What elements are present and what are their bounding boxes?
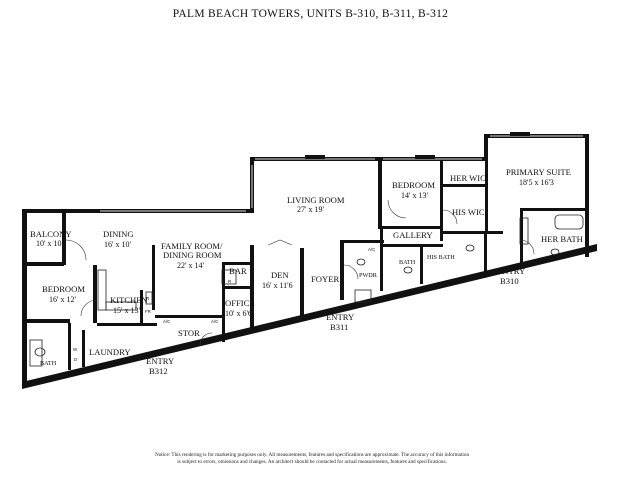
disclaimer-line-2: is subject to errors, omissions and chan… (177, 459, 447, 465)
entry-labels: ENTRY B312 ENTRY B311 ENTRY B310 (146, 266, 525, 376)
kitchen-name: KITCHEN (110, 295, 149, 305)
refrigerator-label-2: R (228, 279, 231, 284)
pwdr-name: PWDR (359, 272, 378, 279)
plan-title: PALM BEACH TOWERS, UNITS B-310, B-311, B… (172, 8, 449, 20)
entry-b311-label: ENTRY (326, 312, 354, 322)
washer-label: W (73, 347, 78, 352)
herwic-name: HER WIC (450, 173, 486, 183)
ac-label-3: A/C (368, 247, 375, 252)
interior-walls (22, 161, 585, 370)
den-dims: 16' x 11'6 (262, 281, 293, 290)
den-name: DEN (271, 270, 289, 280)
balcony-name: BALCONY (30, 229, 72, 239)
bar-name: BAR (229, 266, 247, 276)
windows (100, 132, 583, 212)
bedroom2-name: BEDROOM (392, 180, 435, 190)
bedroom2-dims: 14' x 13' (401, 191, 428, 200)
entry-b310-unit: B310 (500, 276, 519, 286)
foyer-name: FOYER (311, 274, 339, 284)
hisbath-name: HIS BATH (427, 254, 455, 261)
room-labels: BALCONY 10' x 10' DINING 16' x 10' FAMIL… (30, 167, 583, 367)
entry-b311-unit: B311 (330, 322, 348, 332)
entry-b312-label: ENTRY (146, 356, 174, 366)
gallery-name: GALLERY (393, 230, 433, 240)
primary-dims: 18'5 x 16'3 (519, 178, 554, 187)
primary-name: PRIMARY SUITE (506, 167, 571, 177)
balcony-dims: 10' x 10' (36, 239, 63, 248)
stor-name: STOR (178, 328, 200, 338)
bedroom1-name: BEDROOM (42, 284, 85, 294)
entry-b310-label: ENTRY (497, 266, 525, 276)
laundry-name: LAUNDRY (89, 347, 131, 357)
kitchen-dims: 15' x 13' (113, 306, 140, 315)
office-name: OFFICE (225, 298, 255, 308)
family-dims: 22' x 14' (177, 261, 204, 270)
living-dims: 27' x 19' (297, 205, 324, 214)
entry-b312-unit: B312 (149, 366, 168, 376)
refrigerator-label: R (146, 296, 149, 301)
hiswic-name: HIS WIC (452, 207, 485, 217)
living-name: LIVING ROOM (287, 195, 345, 205)
fr-label: FR (145, 309, 151, 314)
herbath-name: HER BATH (541, 234, 583, 244)
fixtures (29, 214, 584, 367)
dining-name: DINING (103, 229, 134, 239)
dryer-label: D (74, 357, 77, 362)
bath2-name: BATH (399, 259, 416, 266)
disclaimer-line-1: Notice: This rendering is for marketing … (154, 452, 470, 458)
bath1-name: BATH (40, 360, 57, 367)
bedroom1-dims: 16' x 12' (49, 295, 76, 304)
ac-label-1: A/C (163, 319, 170, 324)
family-name: FAMILY ROOM/ (161, 241, 223, 251)
doors (65, 199, 535, 346)
office-dims: 10' x 6'6 (225, 309, 252, 318)
dining-dims: 16' x 10' (104, 240, 131, 249)
family-name-2: DINING ROOM (163, 250, 222, 260)
small-labels: W D R FR A/C A/C R A/C (73, 247, 375, 362)
disclaimer: Notice: This rendering is for marketing … (112, 452, 512, 466)
ac-label-2: A/C (211, 319, 218, 324)
